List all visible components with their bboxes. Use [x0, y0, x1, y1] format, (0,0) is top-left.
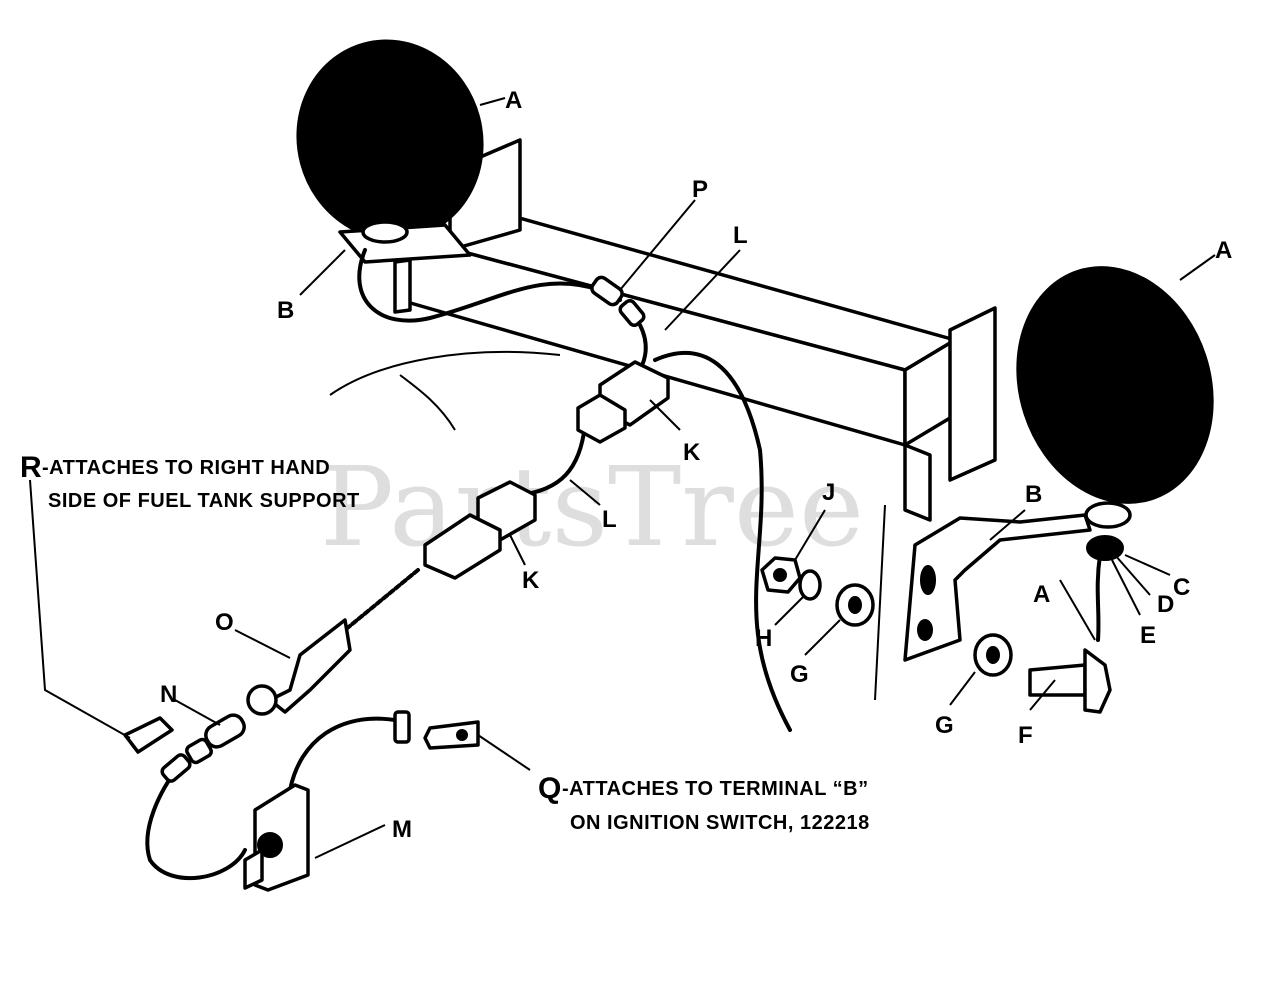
label-h: H: [755, 625, 772, 652]
note-q-line2: ON IGNITION SWITCH, 122218: [570, 812, 870, 834]
label-j: J: [822, 479, 835, 506]
toggle-switch-m: [145, 710, 411, 892]
label-p: P: [692, 176, 708, 203]
label-d: D: [1157, 591, 1174, 618]
label-l-lower: L: [602, 506, 617, 533]
label-k-upper: K: [683, 439, 701, 466]
lock-washer-h: [798, 569, 822, 601]
note-q: Q -ATTACHES TO TERMINAL “B” ON IGNITION …: [538, 772, 870, 834]
label-k-lower: K: [522, 567, 540, 594]
fuse-holder-o: [246, 568, 420, 716]
label-b-right: B: [1025, 481, 1042, 508]
right-headlight: [903, 266, 1214, 662]
label-l-upper: L: [733, 222, 748, 249]
part-labels: A A A B B C D E F G G H J K K L L M N O …: [160, 87, 1232, 843]
connector-r: [123, 716, 174, 754]
bolt-f: [1028, 648, 1112, 714]
label-e: E: [1140, 622, 1156, 649]
fuse-n: [185, 713, 246, 765]
label-g-left: G: [790, 661, 809, 688]
label-m: M: [392, 816, 412, 843]
nut-j: [760, 556, 802, 594]
left-headlight: [296, 39, 602, 323]
connector-k-lower: [423, 480, 537, 580]
hood-outline: [329, 350, 886, 701]
label-a-left-headlight: A: [505, 87, 522, 114]
label-g-right: G: [935, 712, 954, 739]
label-f: F: [1018, 722, 1033, 749]
note-q-letter: Q: [538, 772, 562, 805]
washer-g-left: [835, 583, 875, 627]
washer-g-right: [973, 633, 1013, 677]
label-a-right-headlight: A: [1215, 237, 1232, 264]
note-r-line2: SIDE OF FUEL TANK SUPPORT: [48, 490, 360, 512]
label-c: C: [1173, 574, 1190, 601]
note-r-letter: R: [20, 451, 42, 484]
note-r: R -ATTACHES TO RIGHT HAND SIDE OF FUEL T…: [20, 451, 360, 512]
label-b-left: B: [277, 297, 294, 324]
note-r-line1: -ATTACHES TO RIGHT HAND: [42, 457, 330, 479]
label-o: O: [215, 609, 234, 636]
leader-lines: [29, 97, 1216, 859]
label-a-wire: A: [1033, 581, 1050, 608]
watermark: PartsTree: [320, 443, 864, 571]
terminal-q: [423, 720, 480, 750]
label-n: N: [160, 681, 177, 708]
note-q-line1: -ATTACHES TO TERMINAL “B”: [562, 778, 869, 800]
connector-k-upper: [576, 360, 670, 444]
